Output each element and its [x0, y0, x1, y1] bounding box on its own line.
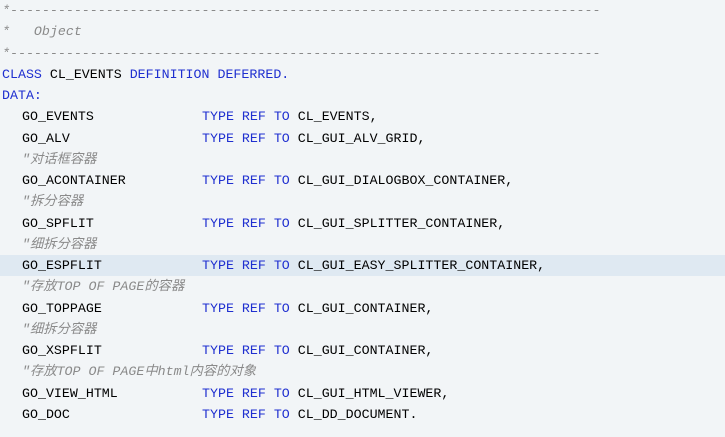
- class-name: CL_EVENTS: [49, 66, 122, 82]
- variable-name: GO_ESPFLIT: [22, 258, 102, 273]
- comment-separator-top: *---------------------------------------…: [2, 3, 601, 18]
- variable-name: GO_XSPFLIT: [22, 343, 102, 358]
- comment-text: "拆分容器: [22, 194, 84, 210]
- code-comment-line: "存放TOP OF PAGE中html内容的对象: [0, 361, 725, 382]
- type-ref-keyword: TYPE REF TO: [202, 215, 290, 231]
- type-ref-keyword: TYPE REF TO: [202, 109, 290, 125]
- variable-name: GO_TOPPAGE: [22, 300, 102, 316]
- variable-name: GO_VIEW_HTML: [22, 385, 118, 401]
- variable-name: GO_EVENTS: [22, 109, 94, 125]
- variable-declaration-line: GO_SPFLIT TYPE REF TO CL_GUI_SPLITTER_CON…: [0, 213, 725, 234]
- type-clause: TYPE REF TO CL_GUI_ALV_GRID,: [202, 128, 425, 149]
- variable-declaration-line: GO_ACONTAINER TYPE REF TO CL_GUI_DIALOGBO…: [0, 170, 725, 191]
- data-keyword-line: DATA:: [0, 85, 725, 106]
- type-clause: TYPE REF TO CL_GUI_EASY_SPLITTER_CONTAIN…: [202, 255, 545, 276]
- declaration-block: GO_EVENTS TYPE REF TO CL_EVENTS, GO_ALV TYP…: [0, 106, 725, 425]
- variable-declaration-line: GO_TOPPAGE TYPE REF TO CL_GUI_CONTAINER,: [0, 298, 725, 319]
- type-clause: TYPE REF TO CL_EVENTS,: [202, 106, 378, 127]
- type-ref-keyword: TYPE REF TO: [202, 300, 290, 316]
- code-comment-line: "对话框容器: [0, 149, 725, 170]
- comment-text: "细拆分容器: [22, 321, 97, 337]
- data-keyword: DATA:: [2, 88, 42, 103]
- variable-declaration-line: GO_VIEW_HTML TYPE REF TO CL_GUI_HTML_VIEW…: [0, 383, 725, 404]
- type-clause: TYPE REF TO CL_GUI_CONTAINER,: [202, 340, 433, 361]
- code-comment-line: "细拆分容器: [0, 319, 725, 340]
- type-name: CL_GUI_HTML_VIEWER,: [297, 385, 450, 401]
- type-ref-keyword: TYPE REF TO: [202, 173, 290, 188]
- definition-deferred-keyword: DEFINITION DEFERRED.: [129, 66, 290, 82]
- type-clause: TYPE REF TO CL_DD_DOCUMENT.: [202, 404, 417, 425]
- variable-declaration-line: GO_ESPFLIT TYPE REF TO CL_GUI_EASY_SPLITT…: [0, 255, 725, 277]
- type-ref-keyword: TYPE REF TO: [202, 258, 290, 273]
- type-name: CL_GUI_DIALOGBOX_CONTAINER,: [297, 173, 514, 188]
- variable-name: GO_ACONTAINER: [22, 173, 126, 188]
- comment-text: "细拆分容器: [22, 236, 97, 252]
- type-name: CL_GUI_CONTAINER,: [297, 343, 434, 358]
- type-ref-keyword: TYPE REF TO: [202, 130, 290, 146]
- comment-separator-bottom: *---------------------------------------…: [2, 45, 601, 61]
- code-comment-line: "细拆分容器: [0, 234, 725, 255]
- type-name: CL_GUI_EASY_SPLITTER_CONTAINER,: [297, 258, 546, 273]
- type-name: CL_EVENTS,: [297, 109, 378, 125]
- type-clause: TYPE REF TO CL_GUI_DIALOGBOX_CONTAINER,: [202, 170, 513, 191]
- variable-declaration-line: GO_EVENTS TYPE REF TO CL_EVENTS,: [0, 106, 725, 127]
- comment-text: "对话框容器: [22, 151, 97, 167]
- comment-text: "存放TOP OF PAGE的容器: [22, 279, 185, 295]
- code-comment-line: "存放TOP OF PAGE的容器: [0, 276, 725, 297]
- variable-declaration-line: GO_ALV TYPE REF TO CL_GUI_ALV_GRID,: [0, 128, 725, 149]
- type-clause: TYPE REF TO CL_GUI_SPLITTER_CONTAINER,: [202, 213, 505, 234]
- class-definition-line: CLASS CL_EVENTS DEFINITION DEFERRED.: [0, 64, 725, 85]
- type-name: CL_GUI_SPLITTER_CONTAINER,: [297, 215, 506, 231]
- code-comment-line: "拆分容器: [0, 191, 725, 212]
- type-ref-keyword: TYPE REF TO: [202, 406, 290, 422]
- type-clause: TYPE REF TO CL_GUI_CONTAINER,: [202, 298, 433, 319]
- type-ref-keyword: TYPE REF TO: [202, 385, 290, 401]
- variable-name: GO_SPFLIT: [22, 215, 94, 231]
- comment-object-title: * Object: [2, 24, 82, 40]
- type-clause: TYPE REF TO CL_GUI_HTML_VIEWER,: [202, 383, 449, 404]
- variable-name: GO_DOC: [22, 406, 70, 422]
- type-name: CL_GUI_CONTAINER,: [297, 300, 434, 316]
- type-name: CL_DD_DOCUMENT.: [297, 406, 418, 422]
- type-name: CL_GUI_ALV_GRID,: [297, 130, 426, 146]
- class-keyword: CLASS: [2, 66, 42, 82]
- variable-declaration-line: GO_XSPFLIT TYPE REF TO CL_GUI_CONTAINER,: [0, 340, 725, 361]
- type-ref-keyword: TYPE REF TO: [202, 343, 290, 358]
- comment-text: "存放TOP OF PAGE中html内容的对象: [22, 364, 257, 380]
- variable-declaration-line: GO_DOC TYPE REF TO CL_DD_DOCUMENT.: [0, 404, 725, 425]
- variable-name: GO_ALV: [22, 130, 70, 146]
